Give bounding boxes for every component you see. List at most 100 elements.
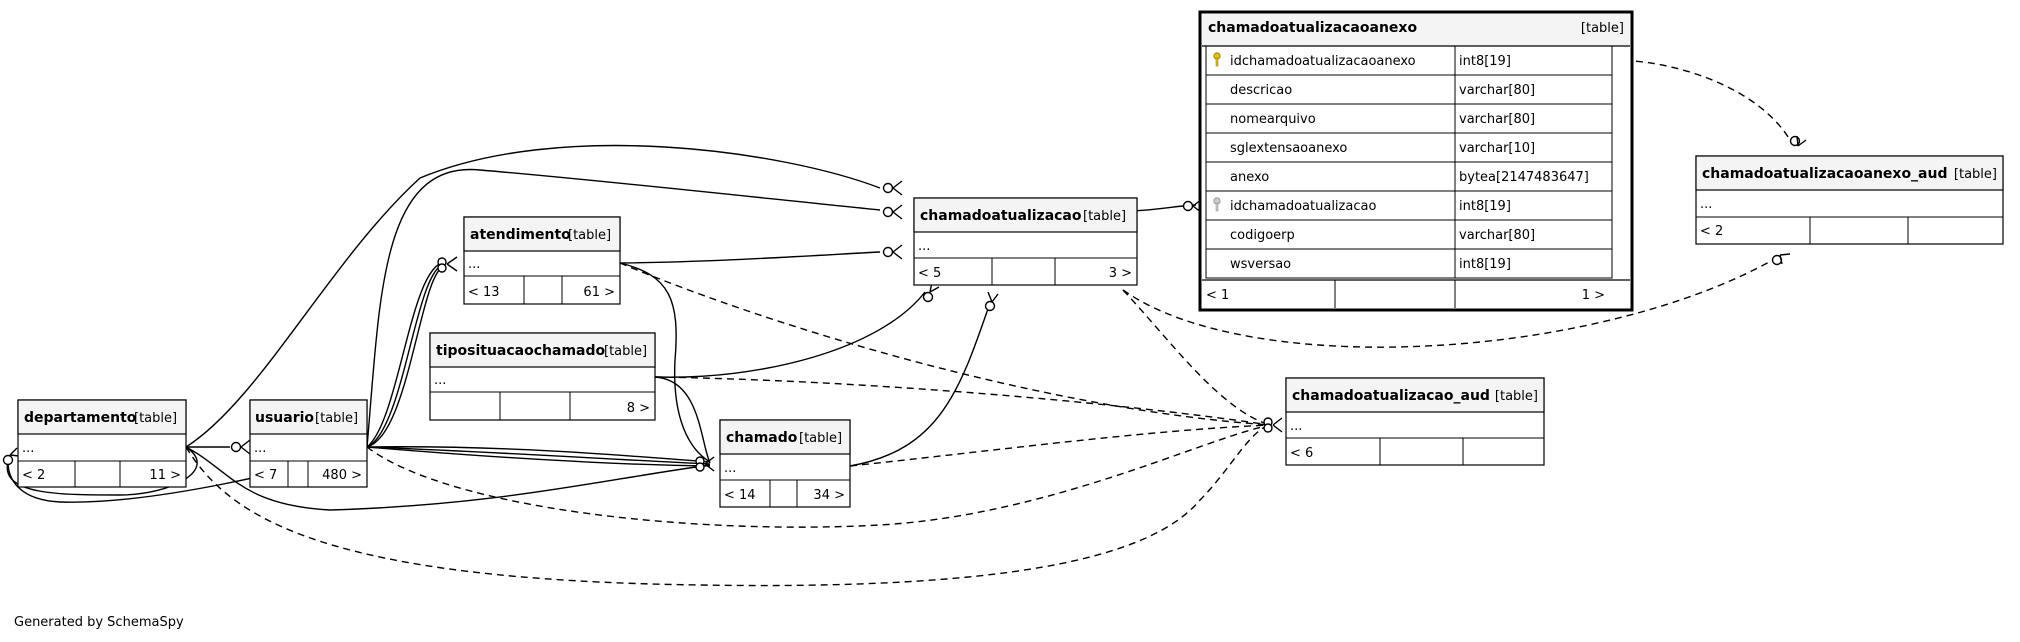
edge-tipositua-aud: [654, 376, 1271, 426]
optional-marker: [882, 206, 894, 218]
edge-usuario-chamado-1: [366, 446, 711, 463]
parents-count: < 1: [1206, 288, 1229, 303]
edge-tipositua-chamadoat: [654, 291, 926, 378]
edge-anexo-aud: [1611, 59, 1791, 141]
column-type: varchar[80]: [1459, 112, 1535, 127]
table-kind-label: [table]: [1581, 21, 1624, 36]
edge-chamadoat-anexo-aud: [1122, 255, 1781, 348]
column-type: int8[19]: [1459, 199, 1511, 214]
table-title: chamadoatualizacaoanexo: [1208, 20, 1417, 36]
edge-markers: [2, 135, 1801, 472]
edge-departamento-chamado: [185, 446, 711, 511]
table-chamadoatualizacaoanexo-aud[interactable]: chamadoatualizacaoanexo_aud [table] ... …: [1695, 155, 2004, 245]
optional-marker: [882, 246, 894, 258]
parents-count: < 14: [724, 488, 756, 503]
table-chamado[interactable]: chamado [table] ... < 14 34 >: [719, 419, 851, 508]
optional-marker: [2, 454, 14, 466]
edge-usuario-atendimento-3: [366, 265, 446, 448]
optional-marker: [695, 462, 705, 472]
column-type: int8[19]: [1459, 54, 1511, 69]
columns-placeholder: ...: [254, 441, 266, 456]
crowfoot-marker: [892, 204, 903, 220]
edge-atendimento-chamadoat: [619, 251, 881, 264]
edge-chamadoat-aud: [1122, 289, 1271, 426]
edge-usuario-chamado-2: [366, 446, 711, 465]
table-title: departamento: [24, 410, 137, 426]
foreign-key-icon: [1213, 197, 1221, 212]
edge-departamento-aud: [185, 424, 1271, 587]
crowfoot-marker: [892, 180, 903, 196]
optional-marker: [1263, 423, 1273, 433]
table-chamadoatualizacao[interactable]: chamadoatualizacao [table] ... < 5 3 >: [913, 197, 1138, 286]
table-kind-label: [table]: [1083, 209, 1126, 224]
columns-placeholder: ...: [1700, 197, 1712, 212]
column-type: varchar[80]: [1459, 83, 1535, 98]
children-count: 1 >: [1582, 288, 1605, 303]
crowfoot-marker: [446, 256, 458, 272]
crowfoot-marker: [987, 291, 999, 303]
column-row[interactable]: nomearquivo varchar[80]: [1205, 103, 1613, 134]
table-tiposituacaochamado[interactable]: tiposituacaochamado [table] ... 8 >: [429, 332, 656, 421]
edge-usuario-chamadoat: [366, 168, 881, 448]
columns-placeholder: ...: [468, 257, 480, 272]
table-kind-label: [table]: [134, 411, 177, 426]
optional-marker: [437, 263, 447, 273]
children-count: 34 >: [813, 488, 845, 503]
crowfoot-marker: [704, 456, 715, 472]
children-count: 61 >: [583, 285, 615, 300]
table-title: chamadoatualizacaoanexo_aud: [1702, 166, 1948, 182]
parents-count: < 2: [1700, 224, 1723, 239]
table-kind-label: [table]: [604, 344, 647, 359]
table-kind-label: [table]: [1495, 389, 1538, 404]
edge-chamado-chamadoat: [849, 302, 991, 467]
edge-usuario-atendimento-1: [366, 261, 446, 448]
edge-usuario-atendimento-2: [366, 263, 446, 448]
columns-placeholder: ...: [724, 461, 736, 476]
crowfoot-marker: [1272, 417, 1283, 433]
edge-departamento-chamadoat-top: [185, 144, 881, 448]
columns-placeholder: ...: [1290, 419, 1302, 434]
crowfoot-marker: [1796, 135, 1807, 147]
column-type: bytea[2147483647]: [1459, 170, 1589, 185]
column-name: sglextensaoanexo: [1230, 141, 1347, 156]
edge-usuario-chamado-3: [366, 446, 711, 467]
parents-count: < 6: [1290, 446, 1313, 461]
table-kind-label: [table]: [1954, 167, 1997, 182]
table-title: atendimento: [470, 227, 571, 243]
parents-count: < 7: [254, 468, 277, 483]
column-row[interactable]: wsversao int8[19]: [1205, 248, 1613, 279]
table-title: usuario: [255, 410, 314, 426]
column-row[interactable]: idchamadoatualizacao int8[19]: [1205, 190, 1613, 221]
edge-atendimento-aud: [619, 262, 1271, 426]
table-atendimento[interactable]: atendimento [table] ... < 13 61 >: [463, 216, 621, 305]
table-chamadoatualizacao-aud[interactable]: chamadoatualizacao_aud [table] ... < 6: [1285, 377, 1545, 466]
optional-marker: [882, 182, 894, 194]
parents-count: < 2: [22, 468, 45, 483]
parents-count: < 13: [468, 285, 500, 300]
crowfoot-marker: [1779, 253, 1791, 265]
columns-placeholder: ...: [22, 441, 34, 456]
column-type: varchar[80]: [1459, 228, 1535, 243]
crowfoot-marker: [240, 439, 251, 455]
column-name: wsversao: [1230, 257, 1291, 272]
table-title: tiposituacaochamado: [436, 343, 606, 359]
column-list: idchamadoatualizacaoanexo int8[19] descr…: [1205, 45, 1613, 279]
table-departamento[interactable]: departamento [table] ... < 2 11 >: [17, 399, 187, 488]
column-type: int8[19]: [1459, 257, 1511, 272]
table-title: chamadoatualizacao: [920, 208, 1082, 224]
column-name: idchamadoatualizacaoanexo: [1230, 54, 1416, 69]
optional-marker: [230, 441, 242, 453]
table-usuario[interactable]: usuario [table] ... < 7 480 >: [249, 399, 368, 488]
optional-marker: [1182, 200, 1194, 212]
optional-marker: [922, 291, 934, 303]
children-count: 3 >: [1109, 266, 1132, 281]
column-row[interactable]: idchamadoatualizacaoanexo int8[19]: [1205, 45, 1613, 76]
column-name: idchamadoatualizacao: [1230, 199, 1376, 214]
edge-tipositua-chamado: [654, 376, 711, 464]
column-name: anexo: [1230, 170, 1269, 185]
table-kind-label: [table]: [799, 431, 842, 446]
children-count: 480 >: [322, 468, 362, 483]
table-title: chamadoatualizacao_aud: [1292, 388, 1490, 404]
table-chamadoatualizacaoanexo[interactable]: chamadoatualizacaoanexo [table] idchamad…: [1198, 10, 1634, 312]
